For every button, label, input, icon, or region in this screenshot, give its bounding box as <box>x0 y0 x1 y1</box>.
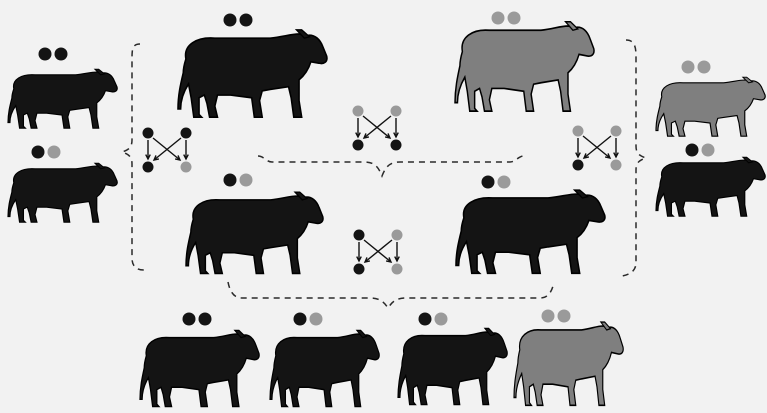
f2-red-rr-gene-pair <box>542 310 571 323</box>
cross-right <box>573 126 622 171</box>
cross-left-bottom-right-dot <box>181 162 192 173</box>
parent-black-br-left-gene-dot-2 <box>48 146 61 159</box>
p-cow-red-rr-gene-dot-1 <box>492 12 505 25</box>
parent-red-rr-right-body <box>656 80 765 136</box>
p-bull-black-bb-silhouette <box>178 30 327 117</box>
parent-black-br-right-silhouette <box>656 157 765 216</box>
parent-black-bb-left-body <box>8 72 117 128</box>
p-bull-black-bb-gene-dot-1 <box>224 14 237 27</box>
parent-black-br-left-silhouette <box>8 163 117 222</box>
parent-black-br-right-gene-dot-2 <box>702 144 715 157</box>
cross-bottom-middle-bottom-right-dot <box>392 264 403 275</box>
f1-cow-black-br-gene-dot-1 <box>224 174 237 187</box>
cross-right-top-left-dot <box>573 126 584 137</box>
parent-black-bb-left-gene-dot-2 <box>55 48 68 61</box>
p-bull-black-bb-body <box>178 34 327 117</box>
p-cow-red-rr-silhouette <box>455 22 594 111</box>
parent-black-br-right-body <box>656 160 765 216</box>
f2-red-rr-body <box>514 326 623 405</box>
cross-left-bottom-left-dot <box>143 162 154 173</box>
f2-red-rr-gene-dot-1 <box>542 310 555 323</box>
f1-cow-black-br-silhouette <box>186 192 323 273</box>
f2-red-rr-silhouette <box>514 322 623 405</box>
cross-right-top-right-dot <box>611 126 622 137</box>
p-cow-red-rr-gene-dot-2 <box>508 12 521 25</box>
f2-black-br-1-gene-dot-2 <box>310 313 323 326</box>
cross-right-bottom-left-dot <box>573 160 584 171</box>
f2-black-br-1-gene-pair <box>294 313 323 326</box>
parent-black-bb-left-gene-pair <box>39 48 68 61</box>
f1-cow-black-br-gene-pair <box>224 174 253 187</box>
cross-left-top-left-dot <box>143 128 154 139</box>
right-bracket <box>622 40 646 276</box>
f2-black-br-2-gene-pair <box>419 313 448 326</box>
cross-bottom-middle-top-left-dot <box>354 230 365 241</box>
cross-left-top-right-dot <box>181 128 192 139</box>
f2-black-br-2-gene-dot-1 <box>419 313 432 326</box>
cross-bottom-middle <box>354 230 403 275</box>
f2-black-br-1-body <box>270 334 379 407</box>
parent-black-br-left-gene-dot-1 <box>32 146 45 159</box>
left-bracket <box>122 44 144 270</box>
cross-bottom-middle-top-right-dot <box>392 230 403 241</box>
f2-black-bb-gene-dot-1 <box>183 313 196 326</box>
f2-black-bb-body <box>140 334 259 407</box>
parent-black-bb-left-gene-dot-1 <box>39 48 52 61</box>
cross-top-middle-top-left-dot <box>353 106 364 117</box>
f1-bull-black-br-gene-dot-1 <box>482 176 495 189</box>
parent-black-br-left-gene-pair <box>32 146 61 159</box>
parent-red-rr-right-silhouette <box>656 77 765 136</box>
top-middle-bracket <box>258 156 524 176</box>
p-bull-black-bb-gene-pair <box>224 14 253 27</box>
f2-red-rr-gene-dot-2 <box>558 310 571 323</box>
cross-bottom-middle-bottom-left-dot <box>354 264 365 275</box>
f1-cow-black-br-body <box>186 196 323 273</box>
cattle-layer <box>8 22 765 407</box>
p-cow-red-rr-body <box>455 26 594 111</box>
f1-bull-black-br-gene-dot-2 <box>498 176 511 189</box>
parent-black-bb-left-silhouette <box>8 69 117 128</box>
f2-black-br-1-gene-dot-1 <box>294 313 307 326</box>
p-cow-red-rr-gene-pair <box>492 12 521 25</box>
p-bull-black-bb-gene-dot-2 <box>240 14 253 27</box>
f2-black-br-2-silhouette <box>398 328 507 404</box>
f2-black-bb-gene-pair <box>183 313 212 326</box>
cross-top-middle-top-right-dot <box>391 106 402 117</box>
cross-top-middle-bottom-left-dot <box>353 140 364 151</box>
parent-red-rr-right-gene-dot-1 <box>682 61 695 74</box>
cross-left <box>143 128 192 173</box>
f2-black-br-2-gene-dot-2 <box>435 313 448 326</box>
f1-bull-black-br-body <box>456 194 605 273</box>
f2-black-br-1-silhouette <box>270 330 379 406</box>
f1-bull-black-br-silhouette <box>456 190 605 273</box>
f2-black-bb-gene-dot-2 <box>199 313 212 326</box>
cross-right-bottom-right-dot <box>611 160 622 171</box>
parent-black-br-left-body <box>8 166 117 222</box>
f1-bull-black-br-gene-pair <box>482 176 511 189</box>
f1-cow-black-br-gene-dot-2 <box>240 174 253 187</box>
cross-top-middle <box>353 106 402 151</box>
cross-top-middle-bottom-right-dot <box>391 140 402 151</box>
f2-black-bb-silhouette <box>140 330 259 406</box>
parent-black-br-right-gene-pair <box>686 144 715 157</box>
parent-black-br-right-gene-dot-1 <box>686 144 699 157</box>
f2-black-br-2-body <box>398 332 507 405</box>
parent-red-rr-right-gene-pair <box>682 61 711 74</box>
bottom-middle-bracket <box>228 282 554 308</box>
parent-red-rr-right-gene-dot-2 <box>698 61 711 74</box>
